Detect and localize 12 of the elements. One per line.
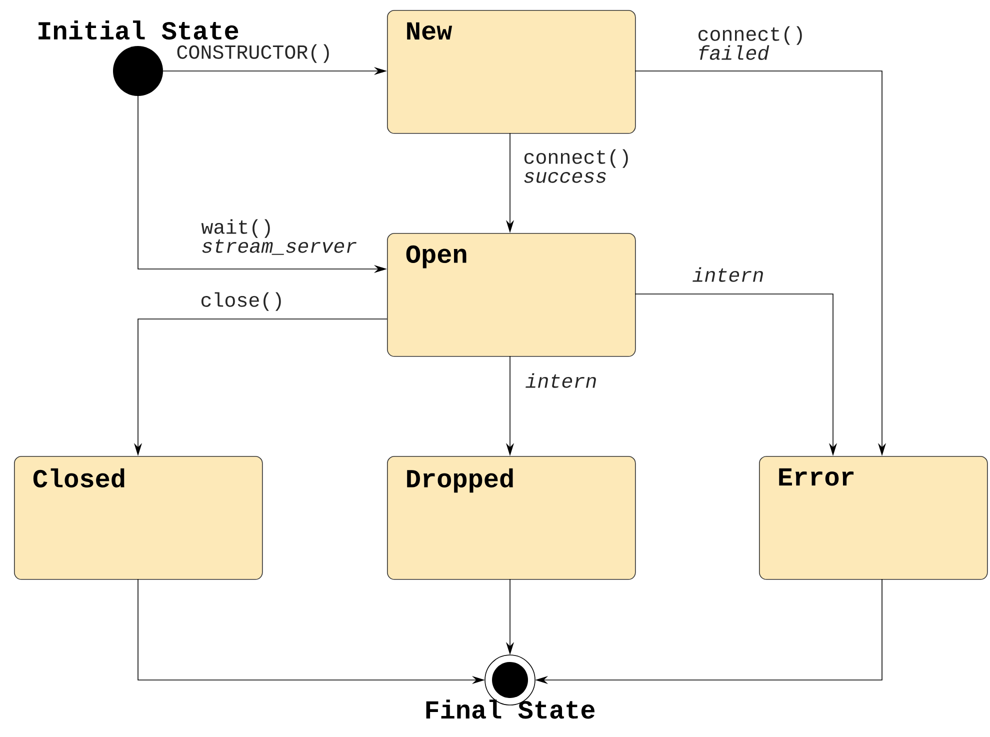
state-box: New xyxy=(387,10,636,134)
edge-label: intern xyxy=(692,267,763,282)
edge-label: intern xyxy=(526,373,596,388)
edge-label: connect() success xyxy=(524,149,628,183)
state-box: Closed xyxy=(14,456,263,580)
state-box: Dropped xyxy=(387,456,636,580)
edge-label: CONSTRUCTOR() xyxy=(177,44,329,63)
state-box: Error xyxy=(759,456,988,580)
edge-label: connect() failed xyxy=(698,26,802,60)
edge-label: wait() stream_server xyxy=(201,219,356,255)
state-box: Open xyxy=(387,233,636,357)
edge-label: close() xyxy=(201,292,281,311)
